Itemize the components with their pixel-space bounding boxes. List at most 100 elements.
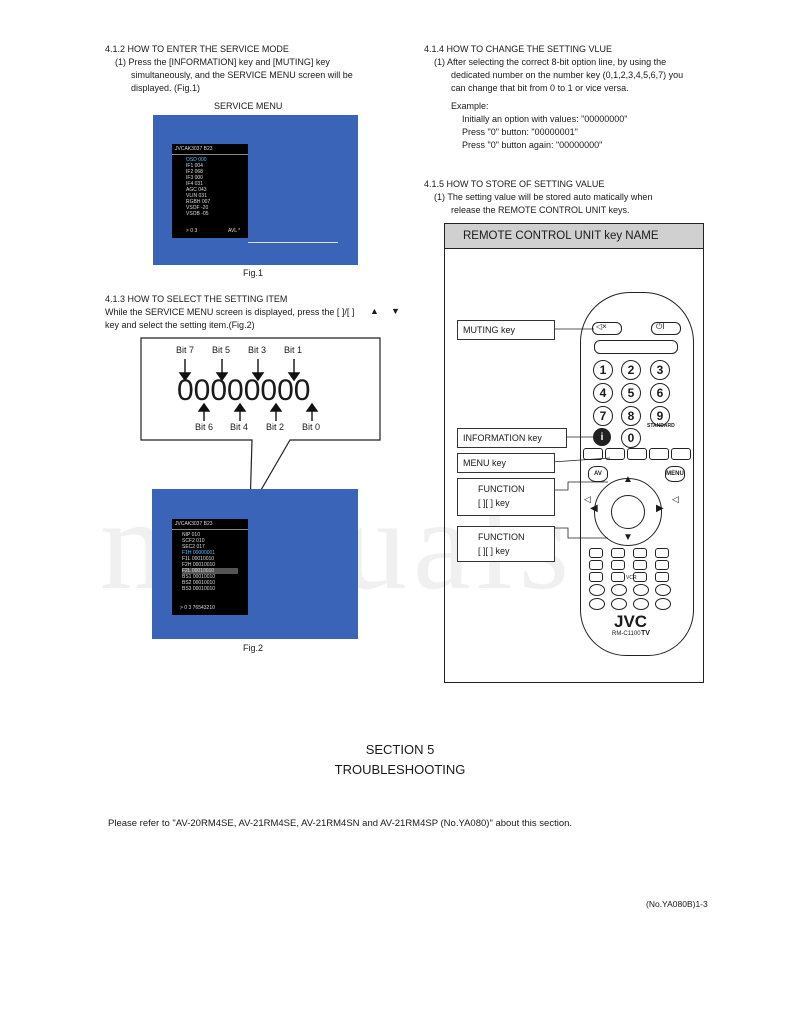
example-line3: Press "0" button again: "00000000" bbox=[462, 140, 603, 150]
vcr-key[interactable] bbox=[589, 584, 605, 596]
bit6-label: Bit 6 bbox=[195, 422, 214, 432]
remote-panel-header: REMOTE CONTROL UNIT key NAME bbox=[445, 224, 703, 249]
vcr-label: VCR bbox=[626, 575, 637, 581]
function2-line1: FUNCTION bbox=[478, 532, 525, 542]
fig2-footer: > 0 3 76543210 bbox=[180, 605, 215, 611]
bit7-label: Bit 7 bbox=[176, 345, 195, 355]
fig2-row: F2L 00010010 bbox=[182, 568, 238, 574]
power-button[interactable] bbox=[651, 322, 681, 335]
key-6[interactable]: 6 bbox=[650, 383, 670, 403]
section-4-1-3-title: 4.1.3 HOW TO SELECT THE SETTING ITEM bbox=[105, 294, 288, 304]
s413-line1: While the SERVICE MENU screen is display… bbox=[105, 307, 355, 317]
model-label: RM-C1100 bbox=[612, 631, 641, 637]
key-3[interactable]: 3 bbox=[650, 360, 670, 380]
key-2[interactable]: 2 bbox=[621, 360, 641, 380]
color-key-2[interactable] bbox=[605, 448, 625, 460]
fig2-row: BS2 00010010 bbox=[182, 580, 216, 586]
section-4-1-2-title: 4.1.2 HOW TO ENTER THE SERVICE MODE bbox=[105, 44, 289, 54]
standard-label: STANDARD bbox=[647, 423, 675, 429]
vcr-key[interactable] bbox=[633, 598, 649, 610]
small-key[interactable] bbox=[589, 560, 603, 570]
fig2-row: SCF2 010 bbox=[182, 538, 205, 544]
fig1-line bbox=[248, 242, 338, 243]
key-1[interactable]: 1 bbox=[593, 360, 613, 380]
small-key[interactable] bbox=[589, 572, 603, 582]
fig1-row: VSOF -20 bbox=[186, 205, 209, 211]
small-key[interactable] bbox=[611, 572, 625, 582]
dpad-left-icon: ◀ bbox=[590, 503, 598, 514]
information-key-callout: INFORMATION key bbox=[457, 428, 567, 448]
fig1-row: VSOB -05 bbox=[186, 211, 209, 217]
example-line2: Press "0" button: "00000001" bbox=[462, 127, 578, 137]
s415-line1: (1) The setting value will be stored aut… bbox=[434, 192, 653, 202]
fig1-row: AGC 043 bbox=[186, 187, 207, 193]
s414-line3: can change that bit from 0 to 1 or vice … bbox=[451, 83, 629, 93]
vcr-key[interactable] bbox=[655, 584, 671, 596]
fig1-osd-rows: OSD 000 IF1 004 IF2 068 IF3 000 IF4 031 … bbox=[172, 155, 248, 219]
small-key[interactable] bbox=[655, 572, 669, 582]
small-key[interactable] bbox=[633, 572, 647, 582]
fig1-caption: Fig.1 bbox=[243, 268, 264, 278]
example-line1: Initially an option with values: "000000… bbox=[462, 114, 628, 124]
small-key[interactable] bbox=[611, 560, 625, 570]
small-key[interactable] bbox=[655, 548, 669, 558]
key-5[interactable]: 5 bbox=[621, 383, 641, 403]
small-key[interactable] bbox=[589, 548, 603, 558]
bit3-label: Bit 3 bbox=[248, 345, 267, 355]
jvc-logo: JVC bbox=[614, 612, 648, 631]
function1-line1: FUNCTION bbox=[478, 484, 525, 494]
key-8[interactable]: 8 bbox=[621, 406, 641, 426]
blank-button[interactable] bbox=[594, 340, 678, 354]
fig1-screen: JVCAK3037 B23 OSD 000 IF1 004 IF2 068 IF… bbox=[153, 115, 358, 265]
muting-key-callout: MUTING key bbox=[457, 320, 555, 340]
s414-line2: dedicated number on the number key (0,1,… bbox=[451, 70, 684, 80]
color-key-4[interactable] bbox=[649, 448, 669, 460]
color-key-5[interactable] bbox=[671, 448, 691, 460]
section-4-1-5-title: 4.1.5 HOW TO STORE OF SETTING VALUE bbox=[424, 179, 605, 189]
fig1-row: IF4 031 bbox=[186, 181, 203, 187]
fig2-row: BS1 00010010 bbox=[182, 574, 216, 580]
volume-up-icon: ◁ bbox=[672, 494, 679, 504]
bit5-label: Bit 5 bbox=[212, 345, 231, 355]
key-0[interactable]: 0 bbox=[621, 428, 641, 448]
color-key-3[interactable] bbox=[627, 448, 647, 460]
vcr-key[interactable] bbox=[655, 598, 671, 610]
fig2-row: NIP 010 bbox=[182, 532, 200, 538]
dpad-center[interactable] bbox=[611, 495, 645, 529]
section-note: Please refer to "AV-20RM4SE, AV-21RM4SE,… bbox=[108, 818, 573, 829]
fig1-osd-panel: JVCAK3037 B23 OSD 000 IF1 004 IF2 068 IF… bbox=[172, 144, 248, 238]
section-title: SECTION 5 bbox=[365, 742, 435, 757]
menu-key-callout: MENU key bbox=[457, 453, 555, 473]
small-key[interactable] bbox=[611, 548, 625, 558]
small-key[interactable] bbox=[633, 560, 647, 570]
section-subtitle: TROUBLESHOOTING bbox=[334, 762, 466, 777]
key-4[interactable]: 4 bbox=[593, 383, 613, 403]
example-label: Example: bbox=[451, 101, 489, 111]
small-key[interactable] bbox=[633, 548, 647, 558]
fig1-osd-header: JVCAK3037 B23 bbox=[172, 144, 248, 155]
remote-panel: REMOTE CONTROL UNIT key NAME bbox=[444, 223, 704, 683]
s414-line1: (1) After selecting the correct 8-bit op… bbox=[434, 57, 667, 67]
muting-button[interactable] bbox=[592, 322, 622, 335]
dpad-right-icon: ▶ bbox=[656, 503, 664, 514]
fig1-row: IF1 004 bbox=[186, 163, 203, 169]
vcr-key[interactable] bbox=[589, 598, 605, 610]
fig2-caption: Fig.2 bbox=[243, 643, 264, 653]
key-7[interactable]: 7 bbox=[593, 406, 613, 426]
key-9[interactable]: 9 bbox=[650, 406, 670, 426]
function2-line2: [ ][ ] key bbox=[478, 546, 510, 556]
vcr-key[interactable] bbox=[633, 584, 649, 596]
bits-value: 00000000 bbox=[177, 374, 311, 407]
power-icon: ⏻I bbox=[656, 322, 665, 331]
dpad-up-icon: ▲ bbox=[623, 474, 633, 485]
vcr-key[interactable] bbox=[611, 584, 627, 596]
function-leftright-callout: FUNCTION [ ][ ] key bbox=[457, 526, 555, 562]
fig1-footer-left: > 0 3 bbox=[186, 228, 198, 234]
av-button[interactable]: AV bbox=[588, 466, 608, 482]
small-key[interactable] bbox=[655, 560, 669, 570]
vcr-key[interactable] bbox=[611, 598, 627, 610]
function-updown-callout: FUNCTION [ ][ ] key bbox=[457, 478, 555, 516]
section-4-1-4-title: 4.1.4 HOW TO CHANGE THE SETTING VLUE bbox=[424, 44, 613, 54]
menu-button[interactable]: MENU bbox=[665, 466, 685, 482]
fig1-footer-right: AVL * bbox=[228, 228, 241, 234]
